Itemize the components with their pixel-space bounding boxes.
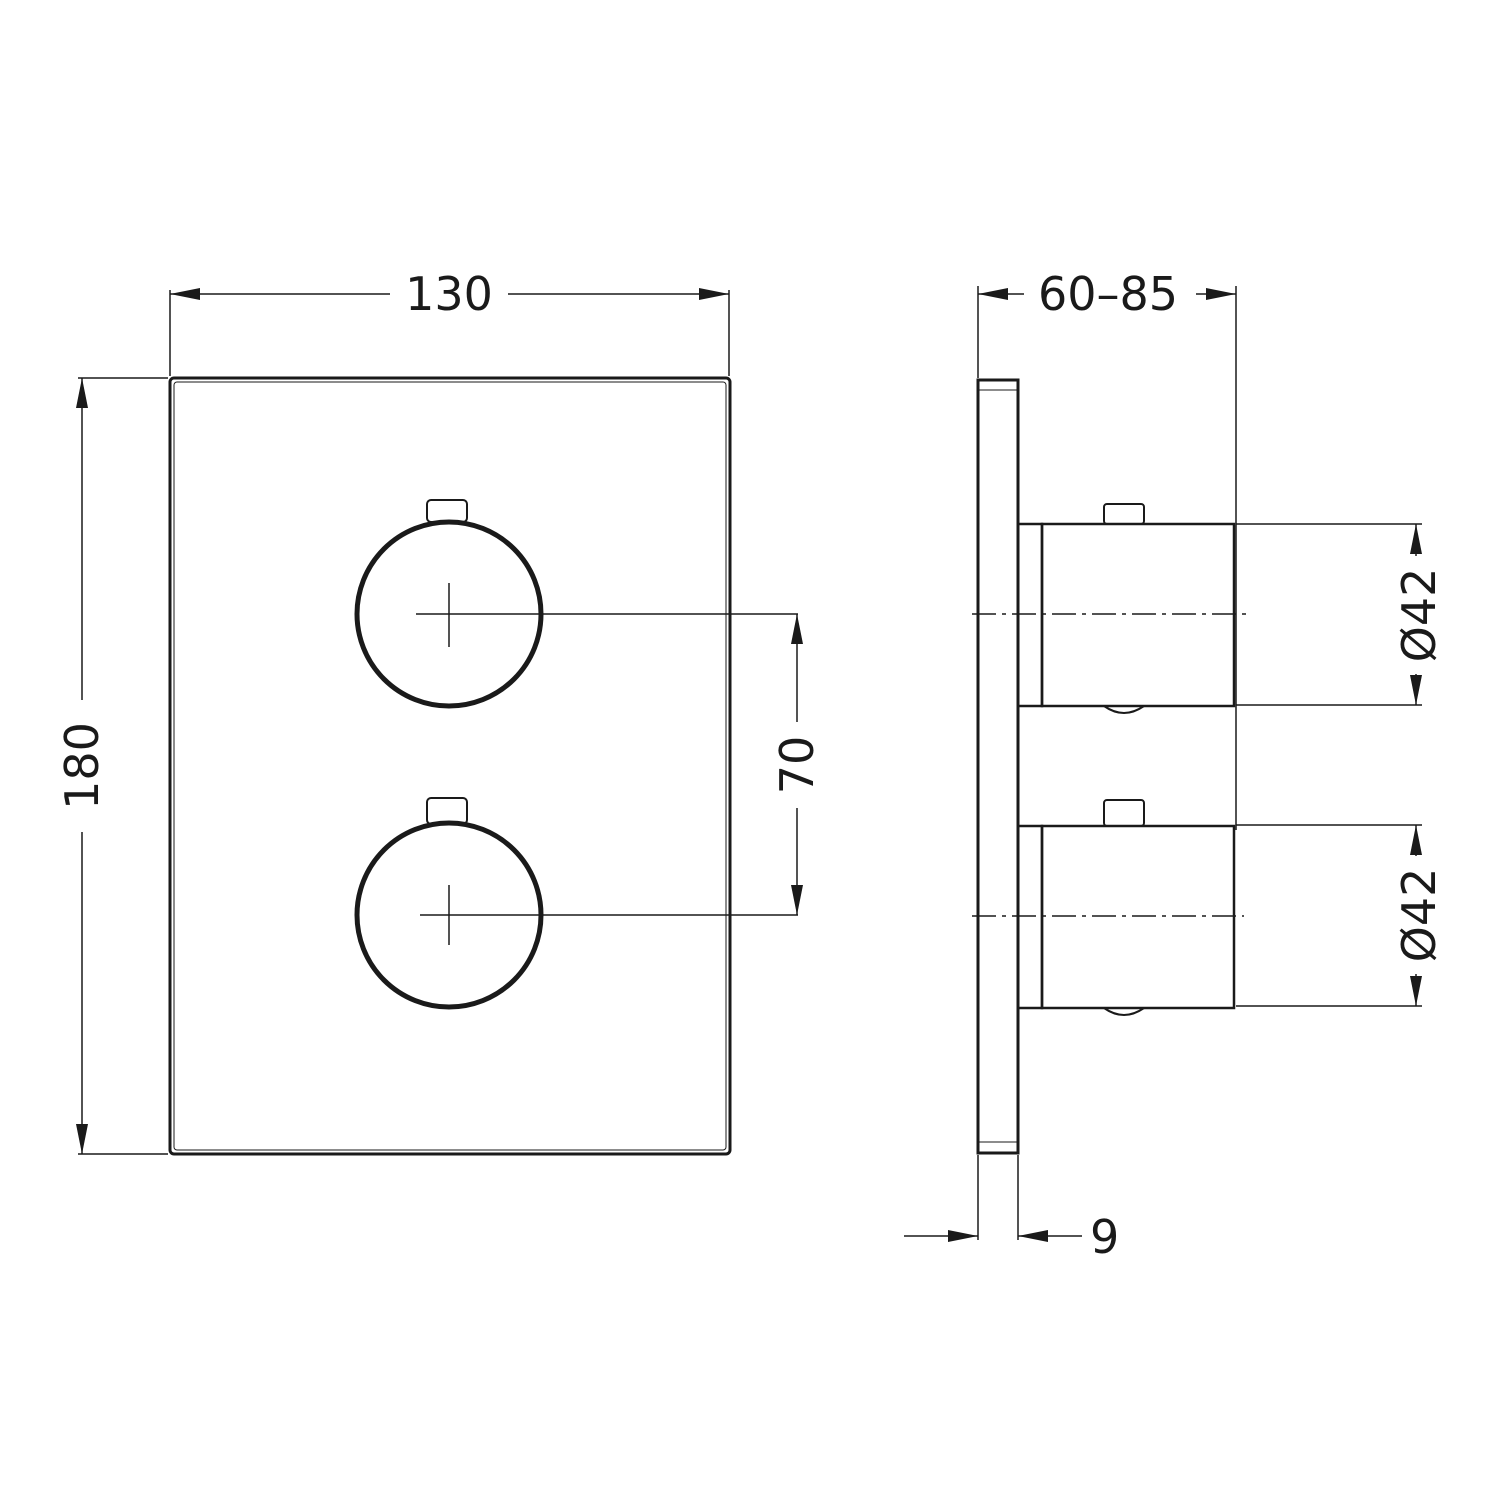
projection-label: 60–85: [1038, 267, 1178, 321]
dim-plate-width: [169, 288, 730, 376]
dim-diameter-bottom: [1236, 824, 1422, 1007]
dim-diameter-top: [1236, 523, 1422, 706]
side-view: [904, 286, 1422, 1242]
knob-spacing-label: 70: [770, 736, 824, 795]
dim-plate-thickness: [904, 1155, 1082, 1242]
side-handle-top: [1016, 503, 1236, 714]
plate-height-label: 180: [55, 722, 109, 810]
front-knob-top: [354, 499, 798, 709]
plate-width-label: 130: [405, 267, 493, 321]
plate-thickness-label: 9: [1090, 1210, 1119, 1264]
side-plate: [976, 378, 1020, 1155]
front-plate-inner-edge: [173, 381, 727, 1151]
dim-projection: [977, 286, 1237, 830]
diameter-bottom-label: Ø42: [1392, 868, 1446, 963]
dim-plate-height: [76, 377, 168, 1155]
front-knob-bottom: [354, 797, 798, 1010]
knob-indicator-top: [426, 499, 468, 523]
front-view: [76, 288, 803, 1156]
front-plate: [168, 376, 732, 1156]
diameter-top-label: Ø42: [1392, 568, 1446, 663]
knob-indicator-bottom: [426, 797, 468, 825]
side-handle-bottom: [1016, 799, 1236, 1016]
